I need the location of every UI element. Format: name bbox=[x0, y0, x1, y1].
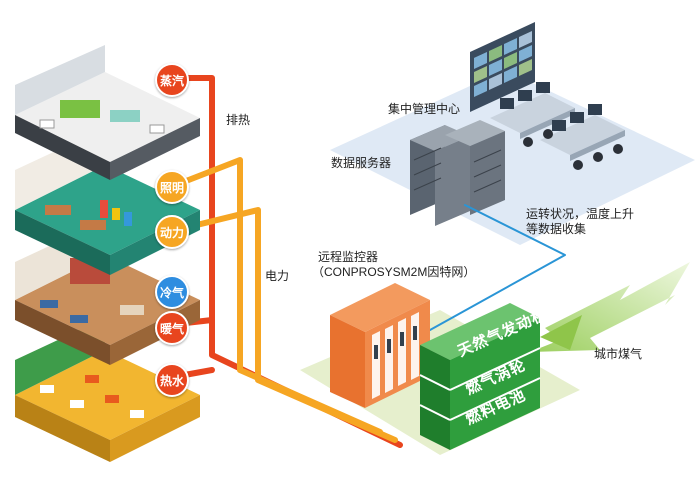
badge-heating: 暖气 bbox=[155, 311, 189, 345]
data-link-line bbox=[429, 204, 566, 331]
generator-stack bbox=[419, 303, 541, 450]
label-remote-line2: （CONPROSYSM2M因特网） bbox=[312, 265, 476, 279]
badge-lighting: 照明 bbox=[155, 170, 189, 204]
control-center bbox=[330, 22, 695, 245]
operator-desks bbox=[490, 82, 625, 170]
data-server-rack bbox=[410, 120, 505, 226]
label-electricity: 电力 bbox=[265, 269, 290, 283]
label-central-mgmt: 集中管理中心 bbox=[388, 102, 461, 116]
label-exhaust-heat: 排热 bbox=[226, 113, 251, 127]
city-gas-arrow bbox=[530, 262, 690, 352]
label-city-gas: 城市煤气 bbox=[594, 347, 643, 361]
remote-monitor-device bbox=[330, 283, 430, 408]
label-status-line2: 等数据收集 bbox=[526, 222, 587, 236]
video-wall bbox=[470, 22, 535, 112]
badge-motive-power: 动力 bbox=[155, 215, 189, 249]
badge-hot-water: 热水 bbox=[155, 363, 189, 397]
badge-cooling: 冷气 bbox=[155, 275, 189, 309]
badge-steam: 蒸汽 bbox=[155, 63, 189, 97]
power-pipe-lower bbox=[165, 207, 398, 443]
label-status-line1: 运转状况，温度上升 bbox=[526, 207, 635, 221]
building bbox=[15, 45, 200, 462]
label-remote-line1: 远程监控器 bbox=[318, 250, 379, 264]
label-data-server: 数据服务器 bbox=[331, 156, 392, 170]
floor-office bbox=[15, 45, 200, 180]
